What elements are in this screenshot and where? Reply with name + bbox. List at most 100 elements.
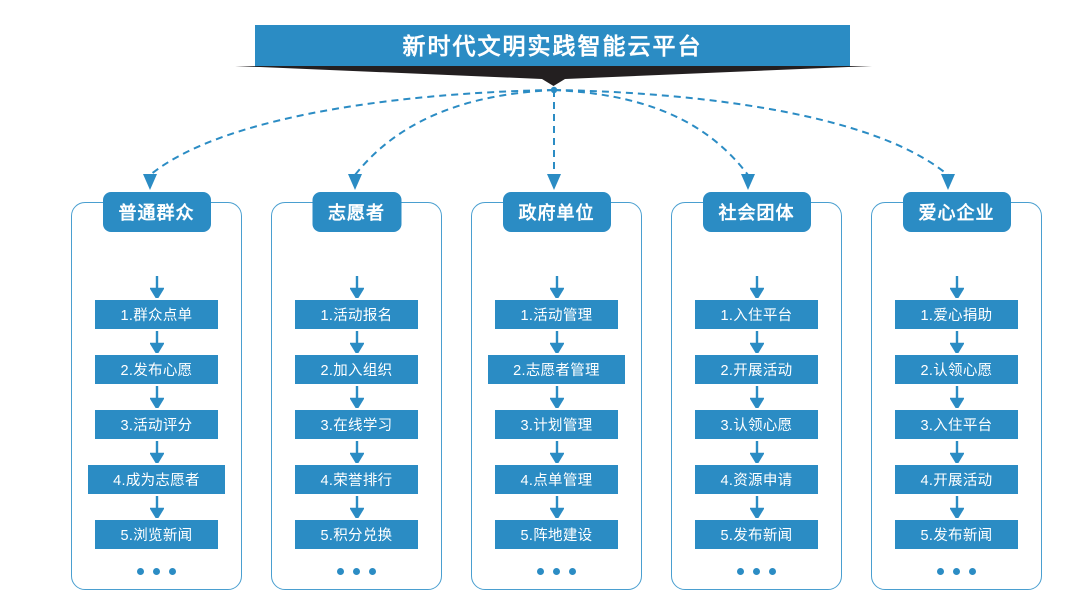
column-items: 1.入住平台 2.开展活动 3.认领心愿 4.资源申请 5.发布新闻 (671, 274, 842, 579)
ellipsis-dot (553, 567, 560, 575)
arrow-down-icon (749, 276, 764, 298)
column-header-charity-enterprise[interactable]: 爱心企业 (902, 192, 1011, 232)
banner-chevron-shadow (235, 66, 872, 86)
connector-origin-node (550, 86, 558, 94)
arrow-down-icon (949, 496, 964, 518)
connector-to-column-2 (354, 89, 555, 176)
list-item[interactable]: 3.认领心愿 (695, 410, 818, 439)
ellipsis-dot (953, 567, 960, 575)
arrow-down-icon (749, 441, 764, 463)
arrow-down-icon (549, 441, 564, 463)
ellipsis-icon (337, 563, 376, 579)
ellipsis-dot (153, 567, 160, 575)
arrow-down-icon (349, 276, 364, 298)
list-item[interactable]: 4.开展活动 (895, 465, 1018, 494)
list-item[interactable]: 3.在线学习 (295, 410, 418, 439)
connector-to-column-1 (149, 89, 555, 176)
arrow-down-icon (749, 496, 764, 518)
arrow-down-icon (949, 386, 964, 408)
arrow-down-icon (149, 496, 164, 518)
column-charity-enterprise: 爱心企业 1.爱心捐助 2.认领心愿 3.入住平台 4.开展活动 5.发布新闻 (871, 192, 1042, 590)
column-header-volunteer[interactable]: 志愿者 (312, 192, 401, 232)
list-item[interactable]: 5.阵地建设 (495, 520, 618, 549)
connector-to-column-5 (553, 89, 949, 176)
arrow-down-icon (549, 276, 564, 298)
list-item[interactable]: 4.点单管理 (495, 465, 618, 494)
arrow-down-icon (749, 331, 764, 353)
ellipsis-dot (753, 567, 760, 575)
list-item[interactable]: 5.发布新闻 (695, 520, 818, 549)
arrow-down-icon (949, 331, 964, 353)
column-items: 1.爱心捐助 2.认领心愿 3.入住平台 4.开展活动 5.发布新闻 (871, 274, 1042, 579)
column-header-social-group[interactable]: 社会团体 (702, 192, 811, 232)
page-title: 新时代文明实践智能云平台 (402, 32, 703, 59)
arrow-down-icon (349, 331, 364, 353)
list-item[interactable]: 4.成为志愿者 (88, 465, 225, 494)
ellipsis-dot (137, 567, 144, 575)
ellipsis-dot (537, 567, 544, 575)
arrow-down-icon (349, 496, 364, 518)
list-item[interactable]: 3.活动评分 (95, 410, 218, 439)
ellipsis-dot (969, 567, 976, 575)
platform-banner-bar: 新时代文明实践智能云平台 (255, 25, 850, 67)
list-item[interactable]: 2.志愿者管理 (488, 355, 625, 384)
column-header-ordinary-public[interactable]: 普通群众 (102, 192, 211, 232)
column-group: 普通群众 1.群众点单 2.发布心愿 3.活动评分 4.成为志愿者 5.浏览新闻 (0, 192, 1080, 592)
list-item[interactable]: 3.计划管理 (495, 410, 618, 439)
ellipsis-dot (769, 567, 776, 575)
connector-arrowhead-2 (348, 174, 362, 190)
list-item[interactable]: 2.加入组织 (295, 355, 418, 384)
ellipsis-icon (137, 563, 176, 579)
list-item[interactable]: 1.入住平台 (695, 300, 818, 329)
ellipsis-icon (937, 563, 976, 579)
list-item[interactable]: 1.活动管理 (495, 300, 618, 329)
ellipsis-icon (537, 563, 576, 579)
list-item[interactable]: 5.浏览新闻 (95, 520, 218, 549)
arrow-down-icon (549, 331, 564, 353)
arrow-down-icon (349, 441, 364, 463)
ellipsis-dot (369, 567, 376, 575)
ellipsis-dot (937, 567, 944, 575)
column-government-unit: 政府单位 1.活动管理 2.志愿者管理 3.计划管理 4.点单管理 5.阵地建设 (471, 192, 642, 590)
list-item[interactable]: 1.群众点单 (95, 300, 218, 329)
arrow-down-icon (149, 386, 164, 408)
arrow-down-icon (949, 441, 964, 463)
column-items: 1.活动管理 2.志愿者管理 3.计划管理 4.点单管理 5.阵地建设 (471, 274, 642, 579)
list-item[interactable]: 3.入住平台 (895, 410, 1018, 439)
arrow-down-icon (149, 331, 164, 353)
ellipsis-dot (353, 567, 360, 575)
arrow-down-icon (949, 276, 964, 298)
list-item[interactable]: 2.认领心愿 (895, 355, 1018, 384)
arrow-down-icon (149, 441, 164, 463)
connector-arrowhead-4 (741, 174, 755, 190)
list-item[interactable]: 4.荣誉排行 (295, 465, 418, 494)
arrow-down-icon (549, 386, 564, 408)
list-item[interactable]: 2.发布心愿 (95, 355, 218, 384)
ellipsis-dot (737, 567, 744, 575)
connector-arrowhead-3 (547, 174, 561, 190)
arrow-down-icon (349, 386, 364, 408)
column-ordinary-public: 普通群众 1.群众点单 2.发布心愿 3.活动评分 4.成为志愿者 5.浏览新闻 (71, 192, 242, 590)
list-item[interactable]: 1.活动报名 (295, 300, 418, 329)
column-items: 1.活动报名 2.加入组织 3.在线学习 4.荣誉排行 5.积分兑换 (271, 274, 442, 579)
list-item[interactable]: 1.爱心捐助 (895, 300, 1018, 329)
list-item[interactable]: 4.资源申请 (695, 465, 818, 494)
ellipsis-dot (169, 567, 176, 575)
list-item[interactable]: 2.开展活动 (695, 355, 818, 384)
connector-arrowhead-1 (143, 174, 157, 190)
connector-to-column-4 (553, 89, 749, 176)
connector-arrowhead-5 (941, 174, 955, 190)
arrow-down-icon (149, 276, 164, 298)
platform-banner: 新时代文明实践智能云平台 (255, 25, 850, 67)
ellipsis-dot (569, 567, 576, 575)
column-social-group: 社会团体 1.入住平台 2.开展活动 3.认领心愿 4.资源申请 5.发布新闻 (671, 192, 842, 590)
ellipsis-icon (737, 563, 776, 579)
list-item[interactable]: 5.积分兑换 (295, 520, 418, 549)
arrow-down-icon (549, 496, 564, 518)
list-item[interactable]: 5.发布新闻 (895, 520, 1018, 549)
column-header-government-unit[interactable]: 政府单位 (502, 192, 611, 232)
ellipsis-dot (337, 567, 344, 575)
arrow-down-icon (749, 386, 764, 408)
column-items: 1.群众点单 2.发布心愿 3.活动评分 4.成为志愿者 5.浏览新闻 (71, 274, 242, 579)
column-volunteer: 志愿者 1.活动报名 2.加入组织 3.在线学习 4.荣誉排行 5.积分兑换 (271, 192, 442, 590)
